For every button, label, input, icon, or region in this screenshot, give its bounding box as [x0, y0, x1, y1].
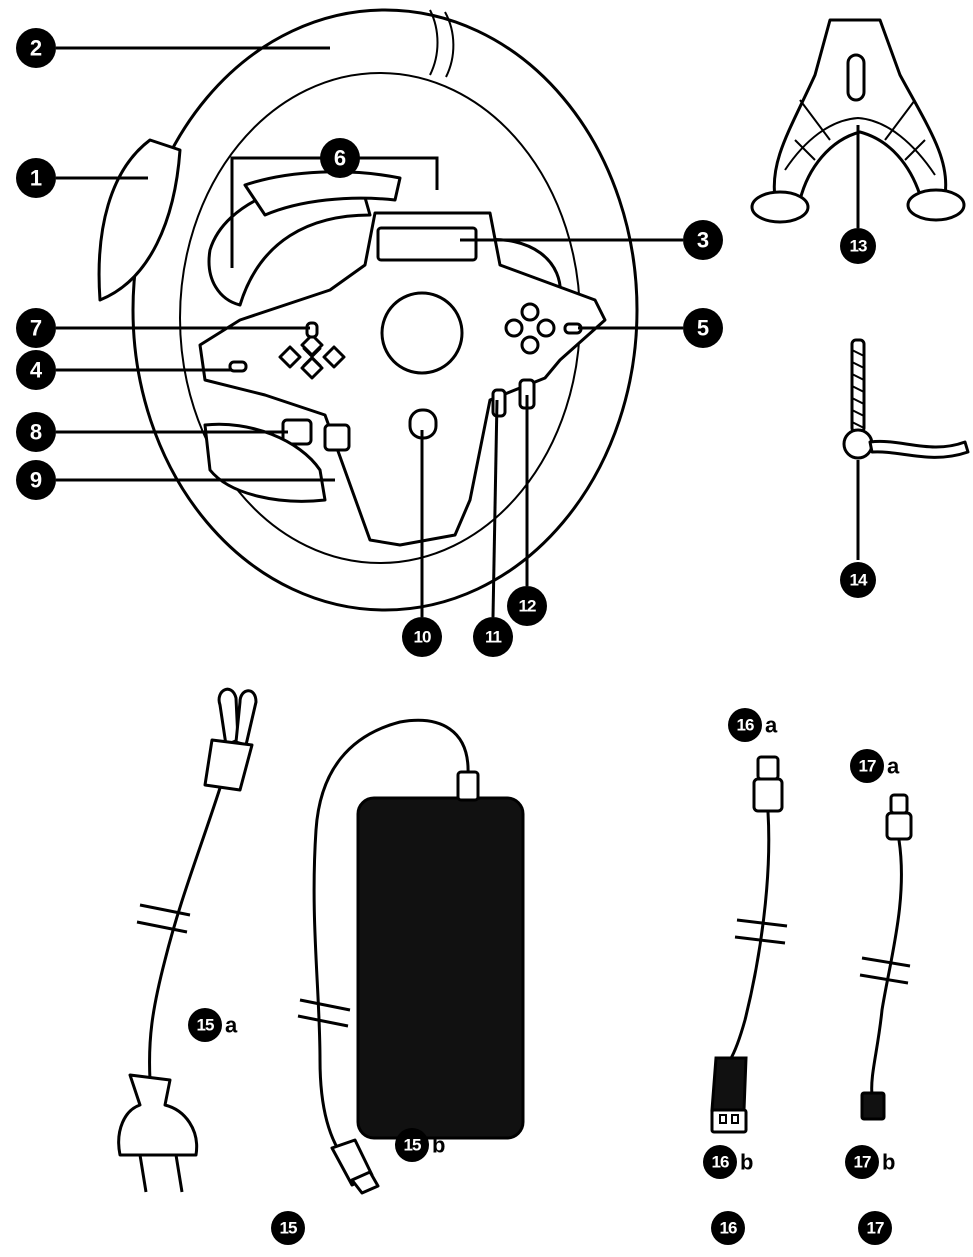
svg-text:5: 5 [697, 316, 709, 341]
svg-text:10: 10 [414, 628, 431, 647]
screw-clamp-icon [842, 338, 970, 460]
callout-1: 1 [16, 158, 56, 198]
svg-text:a: a [225, 1013, 238, 1038]
callout-17: 17 [858, 1211, 892, 1245]
hub-display [376, 226, 478, 262]
svg-text:3: 3 [697, 228, 709, 253]
callout-9: 9 [16, 460, 56, 500]
svg-text:4: 4 [30, 358, 43, 383]
callout-5: 5 [683, 308, 723, 348]
power-cord-icon [117, 687, 258, 1193]
callout-13: 13 [840, 228, 876, 264]
face-buttons-icon [504, 302, 556, 355]
svg-text:14: 14 [850, 571, 868, 590]
share-button-icon [228, 360, 248, 373]
callout-16a: 16 a [728, 708, 778, 742]
svg-text:17: 17 [859, 757, 876, 776]
svg-text:13: 13 [850, 237, 867, 256]
steering-wheel-icon [97, 8, 639, 612]
svg-text:6: 6 [334, 146, 346, 171]
svg-text:17: 17 [867, 1219, 884, 1238]
svg-text:7: 7 [30, 316, 42, 341]
callout-3: 3 [683, 220, 723, 260]
wheel-hub-plate [198, 211, 607, 547]
svg-text:8: 8 [30, 420, 42, 445]
callout-17b: 17 b [845, 1145, 895, 1179]
svg-text:b: b [882, 1150, 895, 1175]
hub-center [380, 291, 464, 375]
svg-text:15: 15 [404, 1136, 421, 1155]
callout-7: 7 [16, 308, 56, 348]
callout-6: 6 [320, 138, 360, 178]
usb-c-cable-icon [859, 793, 913, 1121]
callout-14: 14 [840, 562, 876, 598]
svg-text:16: 16 [712, 1153, 729, 1172]
svg-text:1: 1 [30, 166, 42, 191]
callout-15b: 15 b [395, 1128, 445, 1162]
svg-text:17: 17 [854, 1153, 871, 1172]
callout-8: 8 [16, 412, 56, 452]
svg-text:b: b [740, 1150, 753, 1175]
button-9-icon [323, 423, 351, 452]
button-7-icon [305, 321, 319, 339]
svg-text:2: 2 [30, 36, 42, 61]
svg-text:9: 9 [30, 468, 42, 493]
svg-text:11: 11 [485, 628, 502, 647]
svg-text:a: a [887, 754, 900, 779]
svg-text:b: b [432, 1133, 445, 1158]
callout-4: 4 [16, 350, 56, 390]
callout-2: 2 [16, 28, 56, 68]
usb-cable-icon [710, 755, 788, 1134]
callout-16: 16 [711, 1211, 745, 1245]
button-11-icon [491, 388, 507, 418]
callout-12: 12 [507, 586, 547, 626]
upper-paddle [243, 170, 402, 217]
callout-15: 15 [271, 1211, 305, 1245]
svg-text:12: 12 [519, 597, 536, 616]
callout-17a: 17 a [850, 749, 900, 783]
power-adapter-icon [297, 718, 525, 1195]
svg-text:a: a [765, 713, 778, 738]
callout-15a: 15 a [188, 1008, 238, 1042]
svg-text:15: 15 [197, 1016, 214, 1035]
lower-left-grip [203, 422, 327, 503]
callout-11: 11 [473, 617, 513, 657]
svg-text:16: 16 [720, 1219, 737, 1238]
callout-10: 10 [402, 617, 442, 657]
wheel-stand-icon [750, 18, 966, 224]
svg-text:15: 15 [280, 1219, 297, 1238]
dpad-icon [278, 333, 346, 380]
callout-16b: 16 b [703, 1145, 753, 1179]
svg-text:16: 16 [737, 716, 754, 735]
